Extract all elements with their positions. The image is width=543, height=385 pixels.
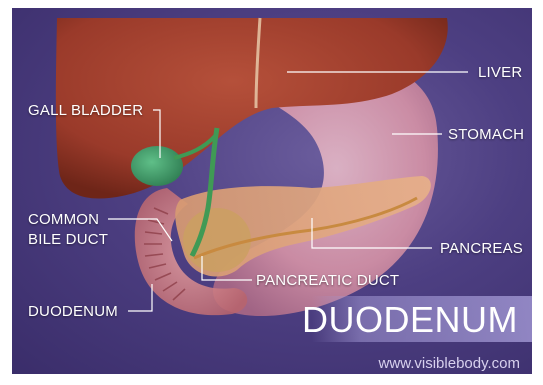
anatomy-illustration: LIVER GALL BLADDER STOMACH COMMON BILE D… (12, 8, 532, 374)
gall-bladder-shape (131, 146, 183, 186)
label-stomach: STOMACH (448, 126, 524, 143)
pancreas-head (183, 208, 251, 272)
label-common-bile-duct-line1: COMMON (28, 211, 99, 228)
source-url: www.visiblebody.com (379, 355, 520, 372)
label-duodenum: DUODENUM (28, 303, 118, 320)
label-common-bile-duct-line2: BILE DUCT (28, 231, 108, 248)
label-liver: LIVER (478, 64, 522, 81)
page-title: DUODENUM (302, 300, 518, 340)
label-pancreatic-duct: PANCREATIC DUCT (256, 272, 399, 289)
label-pancreas: PANCREAS (440, 240, 523, 257)
label-gall-bladder: GALL BLADDER (28, 102, 143, 119)
